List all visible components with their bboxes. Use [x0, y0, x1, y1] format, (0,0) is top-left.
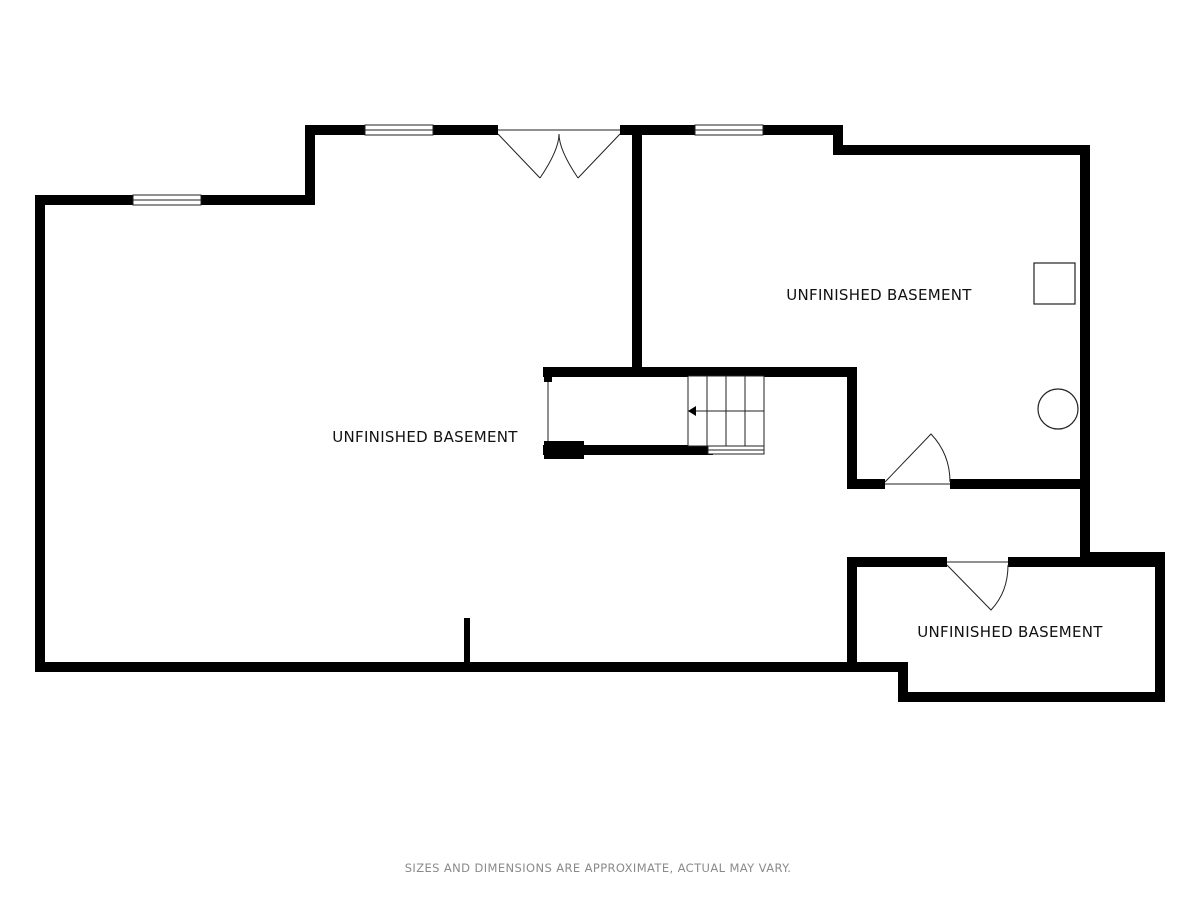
stair-post-top	[544, 368, 552, 382]
room-label-main: UNFINISHED BASEMENT	[332, 428, 518, 446]
disclaimer-text: SIZES AND DIMENSIONS ARE APPROXIMATE, AC…	[405, 861, 792, 875]
water-heater-icon	[1037, 388, 1079, 430]
walls	[35, 125, 1165, 702]
window-left-wall	[132, 194, 202, 206]
stair-arrow-icon	[688, 406, 696, 416]
door-upper-right-room	[884, 433, 951, 489]
utility-box-icon	[1033, 262, 1076, 305]
room-label-upper-right: UNFINISHED BASEMENT	[786, 286, 972, 304]
staircase	[687, 375, 765, 455]
double-door	[497, 124, 621, 179]
window-top-left	[364, 124, 434, 136]
room-label-lower-right: UNFINISHED BASEMENT	[917, 623, 1103, 641]
windows	[132, 124, 764, 206]
window-top-right	[694, 124, 764, 136]
exterior-wall	[35, 125, 1165, 702]
door-lower-right-room	[946, 557, 1009, 611]
stair-post-bottom	[544, 441, 584, 459]
stub-wall	[464, 618, 470, 664]
